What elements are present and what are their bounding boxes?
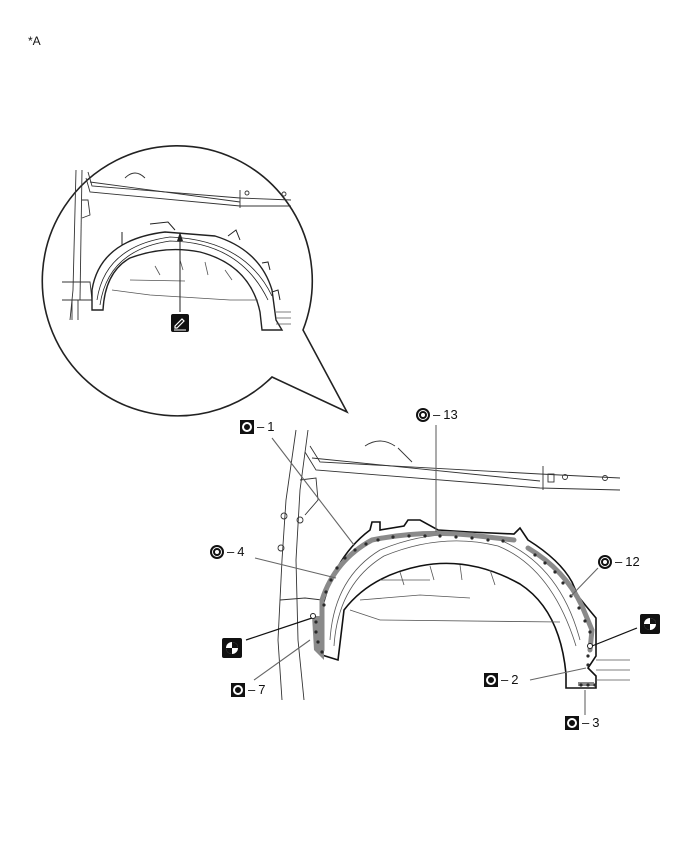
round-weld-icon [210, 545, 224, 559]
round-weld-icon [598, 555, 612, 569]
main-pillar [277, 429, 323, 701]
square-weld-icon [240, 420, 254, 434]
detail-inner-housing [111, 259, 291, 325]
callout-weld-3: – 3 [565, 716, 599, 730]
detail-bubble [41, 145, 349, 417]
round-weld-icon [416, 408, 430, 422]
callout-number: 13 [443, 407, 458, 422]
square-weld-icon [484, 673, 498, 687]
callout-weld-7: – 7 [231, 683, 265, 697]
leader-lines [253, 425, 599, 715]
detail-upper-rail [62, 169, 292, 321]
detail-wheel-arch [91, 221, 284, 331]
reference-point-icon [640, 614, 660, 634]
callout-weld-1: – 1 [240, 420, 274, 434]
main-wheel-arch [319, 519, 597, 689]
square-weld-icon [231, 683, 245, 697]
callout-number: 4 [237, 544, 245, 559]
callout-number: 3 [592, 715, 600, 730]
callout-number: 2 [511, 672, 519, 687]
callout-weld-12: – 12 [598, 555, 640, 569]
callout-number: 1 [267, 419, 275, 434]
main-arch-inner-lines [329, 534, 630, 681]
weld-band [312, 530, 595, 686]
reference-point-icon [222, 638, 242, 658]
figure-label: *A [28, 34, 41, 48]
callout-weld-2: – 2 [484, 673, 518, 687]
callout-number: 7 [258, 682, 266, 697]
square-weld-icon [565, 716, 579, 730]
callout-weld-13: – 13 [416, 408, 458, 422]
sealer-pen-icon [171, 314, 189, 332]
callout-number: 12 [625, 554, 640, 569]
weld-dots [314, 534, 597, 687]
callout-weld-4: – 4 [210, 545, 244, 559]
reference-leaders [245, 617, 638, 647]
main-upper-rail [304, 440, 621, 491]
